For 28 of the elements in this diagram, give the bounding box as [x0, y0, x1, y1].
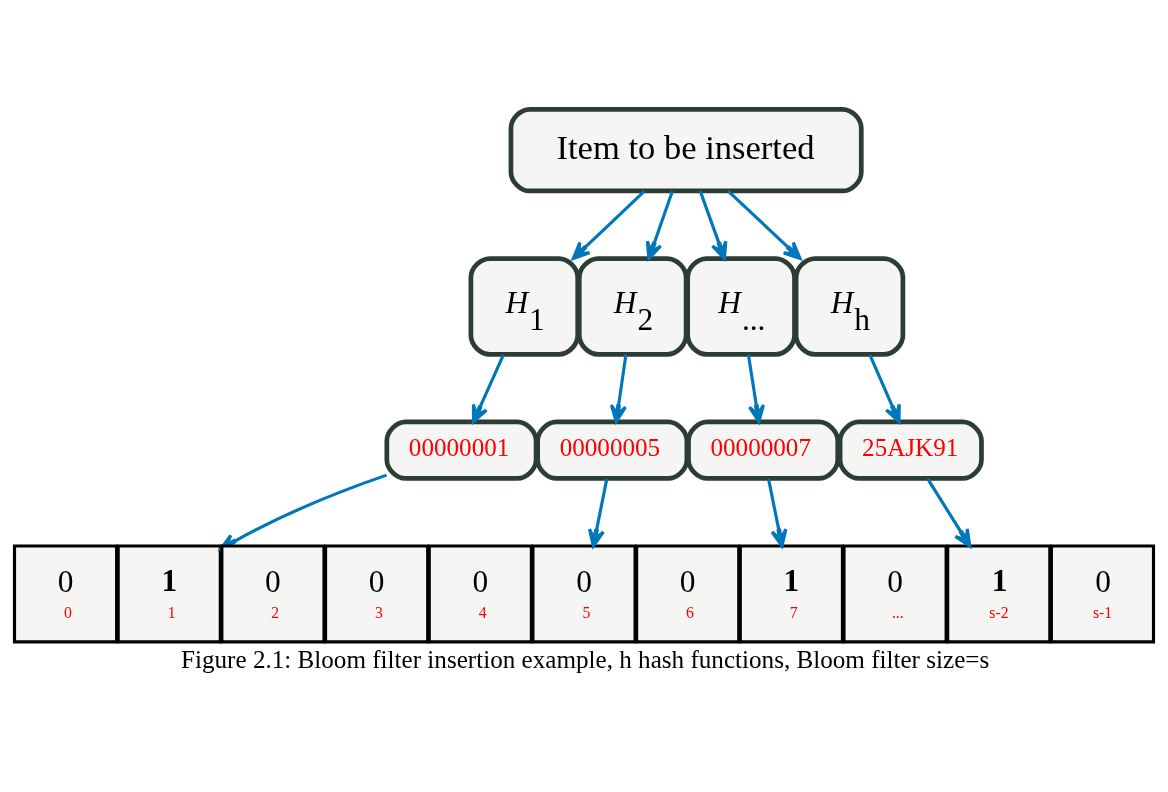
arrow [571, 190, 646, 261]
node-box: 0 4 [427, 544, 533, 644]
node-box: 0 s-1 [1049, 544, 1156, 644]
node-box: 25AJK91 [837, 419, 984, 481]
arrow [587, 478, 609, 548]
arrow [471, 354, 505, 424]
node-box: 00000005 [535, 419, 690, 481]
arrow [926, 478, 972, 548]
arrow [767, 478, 788, 548]
node-box: 1 7 [738, 544, 844, 644]
arrow [868, 354, 901, 424]
node-box: 0 0 [12, 544, 119, 644]
node-box: 00000001 [384, 419, 539, 481]
caption: Figure 2.1: Bloom filter insertion example, h hash functions, Bloom filter size=s [181, 646, 990, 674]
arrow [609, 354, 628, 424]
node-box: Item to be inserted [508, 106, 864, 194]
arrow [727, 190, 802, 261]
node-box: 1 s-2 [946, 544, 1052, 644]
node-box: 0 2 [220, 544, 326, 644]
arrow [746, 354, 765, 424]
node-box: 1 1 [116, 544, 222, 644]
arrow [645, 190, 674, 261]
arrow [698, 190, 728, 261]
node-box: 0 6 [635, 544, 741, 644]
node-box: 0 5 [531, 544, 637, 644]
node-box: 0 3 [324, 544, 430, 644]
node-box: 0 ... [842, 544, 948, 644]
node-box: 00000007 [686, 419, 841, 481]
